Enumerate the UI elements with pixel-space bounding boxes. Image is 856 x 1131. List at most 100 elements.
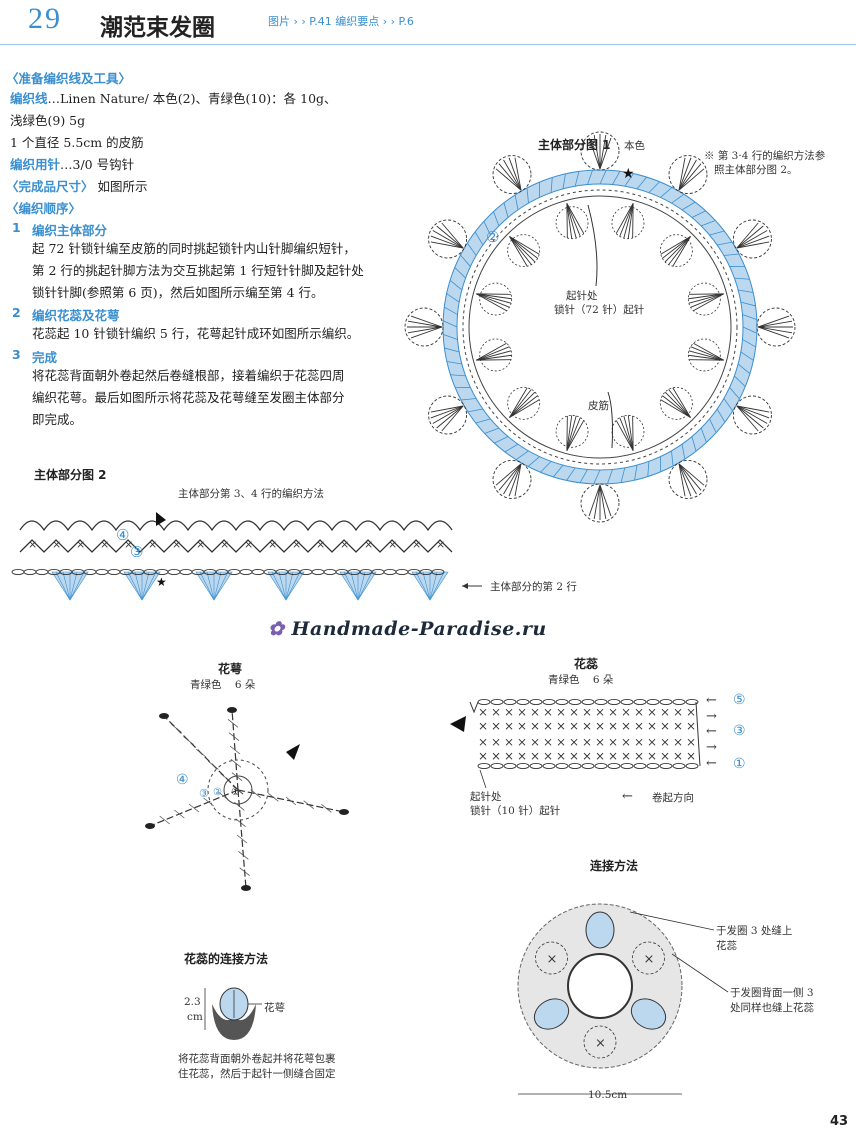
stamen-sc-mark: ⨯ <box>569 705 579 719</box>
strip-fan-stitch <box>350 571 359 601</box>
ring-stitch <box>483 221 491 236</box>
strip-fan-stitch <box>134 571 143 601</box>
ring-petal-stitch <box>503 463 522 495</box>
stamen-start-2: 锁针（10 针）起针 <box>470 805 561 817</box>
ring-petal-stitch <box>495 168 522 191</box>
ring-fan-stitch <box>660 236 691 255</box>
stamen-sc-mark: × <box>660 719 670 733</box>
connect-note-1b: 花蕊 <box>716 940 737 952</box>
stamen-sc-mark: ⨯ <box>530 735 540 749</box>
ring-stitch <box>504 443 519 453</box>
calyx-shape <box>212 1004 256 1040</box>
ring-stitch <box>467 408 483 413</box>
strip-sc-mark: × <box>52 538 61 551</box>
stamen-sc-mark: ⨯ <box>478 735 488 749</box>
calyx-stitch <box>268 793 279 802</box>
join-caption-1: 将花蕊背面朝外卷起并将花萼包裹 <box>178 1053 336 1065</box>
step-3-line-1: 将花蕊背面朝外卷起然后卷缝根部，接着编织于花蕊四周 <box>32 368 345 383</box>
strip-fan-stitch <box>213 571 222 601</box>
diagram1-note-2: 照主体部分图 2。 <box>714 164 798 176</box>
ring-fan-edge <box>555 206 589 240</box>
ring-fan-edge <box>611 414 645 448</box>
ring-fan-stitch <box>688 350 724 361</box>
ring-stitch <box>474 231 484 246</box>
strip-sc-mark: × <box>340 538 349 551</box>
ring-fan-stitch <box>672 236 691 267</box>
ring-petal-stitch <box>430 241 464 249</box>
stamen-sc-mark: × <box>504 719 514 733</box>
yarn-label: 编织线 <box>10 91 48 106</box>
join-title: 花蕊的连接方法 <box>184 952 269 966</box>
ring-fan-stitch <box>509 391 536 418</box>
ring-fan-edge <box>479 282 513 316</box>
stamen-sc-mark: × <box>478 719 488 733</box>
ring-stitch <box>494 436 509 444</box>
cross-mark-icon: × <box>547 952 558 967</box>
ring-petal-stitch <box>678 463 686 497</box>
stamen-sc-mark: ⨯ <box>491 735 501 749</box>
strip-fan-stitch <box>206 571 215 601</box>
ring-stitch <box>671 193 685 204</box>
ring-stitch <box>681 444 686 460</box>
ring-petal-stitch <box>514 157 522 191</box>
stamen-chain <box>607 762 621 770</box>
stamen-sc-mark: ⨯ <box>504 705 514 719</box>
strip-fan-stitch <box>278 571 287 601</box>
arrow-left-icon <box>462 583 468 589</box>
stamen-sc-mark: ⨯ <box>517 735 527 749</box>
butterfly-icon: ✿ <box>268 618 285 640</box>
watermark-text: Handmade-Paradise.ru <box>291 618 547 640</box>
ring-stitch <box>460 254 471 267</box>
stamen-turn <box>469 701 701 767</box>
stamen-chain <box>503 762 517 770</box>
stamen-title: 花蕊 <box>574 657 599 671</box>
ring-stitch <box>660 187 673 198</box>
calyx-marker-3: ③ <box>199 787 209 800</box>
ring-fan-stitch <box>566 203 581 237</box>
stamen-sc-mark: × <box>556 719 566 733</box>
ring-petal-stitch <box>678 463 697 495</box>
stamen-sc-mark: × <box>647 749 657 763</box>
strip-chain <box>431 568 445 576</box>
connect-title: 连接方法 <box>590 859 639 873</box>
ring-stitch <box>593 469 601 485</box>
strip-fan-stitch <box>55 571 71 601</box>
calyx-ring <box>207 759 269 821</box>
stamen-sc-mark: ⨯ <box>478 705 488 719</box>
ring-stitch <box>742 326 758 334</box>
arrow-left-icon: ← <box>622 789 633 804</box>
calyx-stitch <box>303 800 314 809</box>
ring-petal-stitch <box>407 326 443 334</box>
ring-petal-stitch <box>498 163 522 191</box>
stamen-chain <box>542 698 556 706</box>
ring-inner-fan <box>659 234 693 268</box>
stamen-sc-mark: × <box>517 749 527 763</box>
ring-petal-stitch <box>736 405 764 429</box>
ring-fan-stitch <box>619 203 634 237</box>
stamen-chain <box>594 698 608 706</box>
yarn-line: 编织线…Linen Nature/ 本色(2)、青绿色(10)：各 10g、 <box>10 88 337 110</box>
step-2-line-1: 花蕊起 10 针锁针编织 5 行，花萼起针成环如图所示编织。 <box>32 326 360 341</box>
ring-petal-edge <box>756 307 796 347</box>
ring-fan-stitch <box>566 203 573 239</box>
diagram2-title: 主体部分图 2 <box>34 468 107 482</box>
ring-fan-stitch <box>476 293 510 308</box>
calyx-stitch <box>195 748 207 758</box>
ring-stitch <box>738 289 754 293</box>
step-1-title: 编织主体部分 <box>32 223 108 238</box>
stamen-chain <box>568 698 582 706</box>
ring-outer-petal <box>668 155 708 195</box>
stamen-sc-mark: × <box>556 749 566 763</box>
ring-fan-edge <box>687 282 721 316</box>
join-dimension: 2.3 <box>184 996 201 1008</box>
strip-star-icon: ★ <box>156 575 167 589</box>
hair-tie-hole <box>567 953 633 1019</box>
strip-sc-mark: × <box>316 538 325 551</box>
flower-outline <box>632 941 665 975</box>
ring-petal-stitch <box>593 134 601 170</box>
ring-fan-edge <box>479 338 513 372</box>
connect-pointer-2 <box>671 953 729 993</box>
stamen-sc-mark: ⨯ <box>543 735 553 749</box>
calyx-stitch <box>232 785 244 795</box>
step-3-line-2: 编织花萼。最后如图所示将花蕊及花萼缝至发圈主体部分 <box>32 390 345 405</box>
